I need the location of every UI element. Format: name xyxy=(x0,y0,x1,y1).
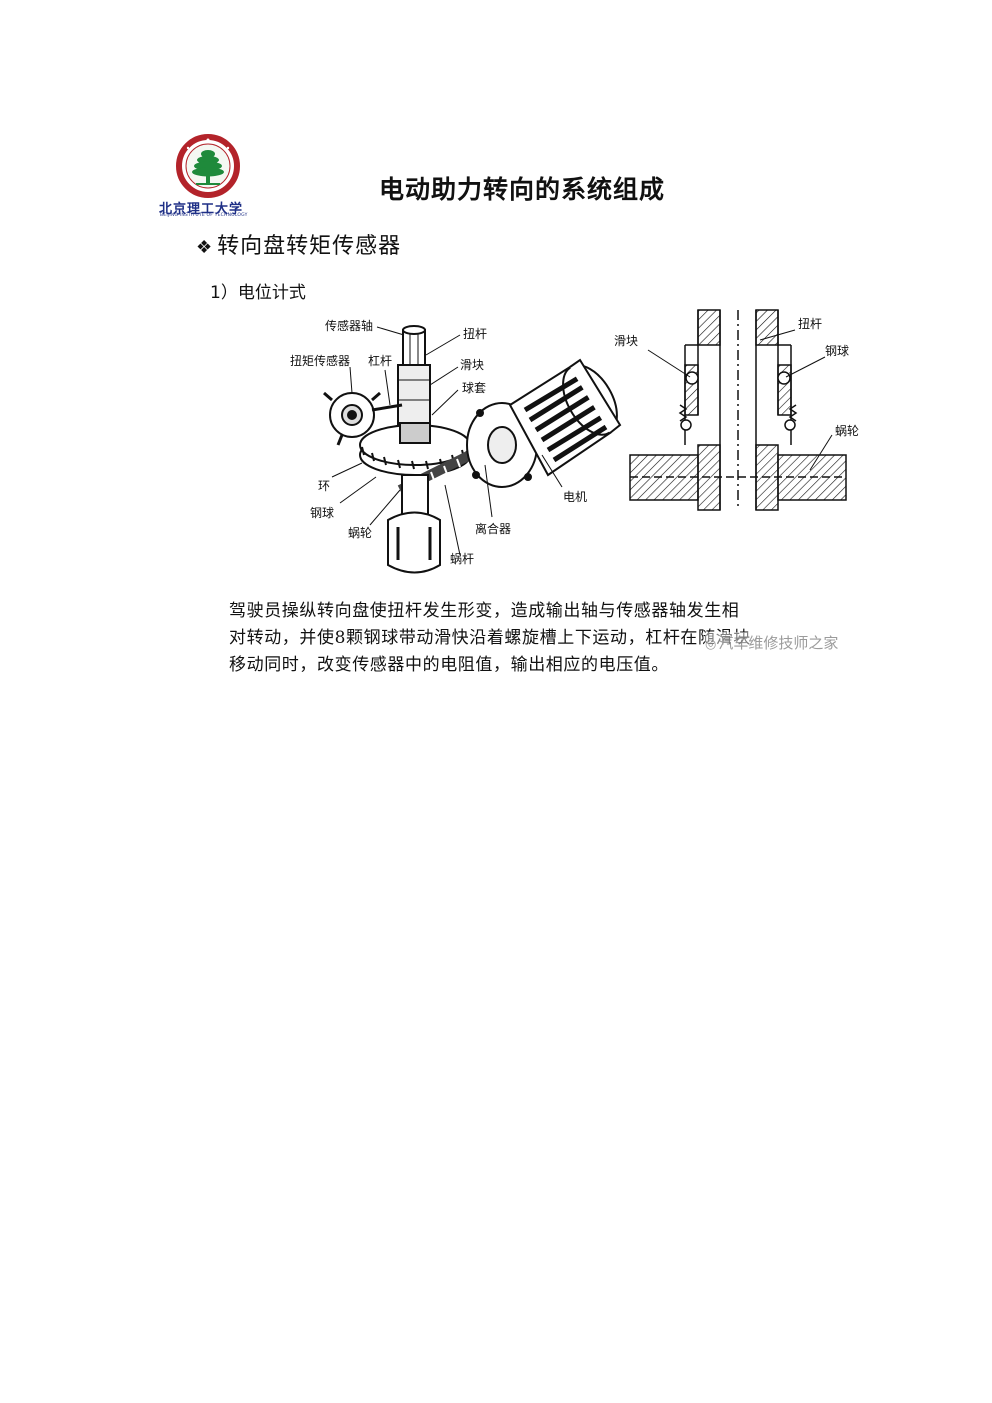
label-worm: 蜗杆 xyxy=(450,551,474,566)
label-torsion-bar: 扭杆 xyxy=(463,327,487,341)
label-ring: 环 xyxy=(318,479,330,493)
wechat-icon: ◎ xyxy=(705,637,717,652)
label-lever: 杠杆 xyxy=(368,353,392,368)
description-paragraph: 驾驶员操纵转向盘使扭杆发生形变，造成输出轴与传感器轴发生相 对转动，并使8颗钢球… xyxy=(229,598,849,679)
label-worm-wheel: 蜗轮 xyxy=(348,525,372,540)
subsection-heading: 1）电位计式 xyxy=(210,283,306,303)
label-torsion-bar-right: 扭杆 xyxy=(798,317,822,331)
logo-subcaption: BEIJING INSTITUTE OF TECHNOLOGY xyxy=(160,213,248,218)
logo-caption: 北京理工大学 xyxy=(159,202,244,217)
paragraph-line: 移动同时，改变传感器中的电阻值，输出相应的电压值。 xyxy=(229,655,669,675)
sensor-diagram: 传感器轴 扭杆 扭矩传感器 杠杆 滑块 球套 环 钢球 蜗轮 离合器 电机 蜗杆 xyxy=(290,309,859,574)
section-heading: ❖转向盘转矩传感器 xyxy=(196,228,401,260)
label-worm-wheel-right: 蜗轮 xyxy=(835,423,859,438)
label-steel-ball: 钢球 xyxy=(310,506,334,520)
diamond-bullet-icon: ❖ xyxy=(196,237,214,258)
label-slider: 滑块 xyxy=(460,358,484,372)
label-ball-sleeve: 球套 xyxy=(462,381,486,395)
section-heading-text: 转向盘转矩传感器 xyxy=(217,234,402,259)
label-clutch: 离合器 xyxy=(475,521,511,536)
paragraph-line: 驾驶员操纵转向盘使扭杆发生形变，造成输出轴与传感器轴发生相 xyxy=(229,601,740,621)
label-sensor-shaft: 传感器轴 xyxy=(325,318,373,333)
watermark-text: 汽车维修技师之家 xyxy=(718,634,839,652)
watermark: ◎汽车维修技师之家 xyxy=(705,632,839,653)
label-motor: 电机 xyxy=(563,490,587,504)
label-slider-right: 滑块 xyxy=(614,334,638,348)
paragraph-line: 对转动，并使8颗钢球带动滑快沿着螺旋槽上下运动，杠杆在随滑块 xyxy=(229,628,751,648)
cross-section-illustration xyxy=(629,309,847,511)
page-title: 电动助力转向的系统组成 xyxy=(379,175,666,204)
label-torque-sensor: 扭矩传感器 xyxy=(290,353,350,368)
label-steel-ball-right: 钢球 xyxy=(825,344,849,358)
mechanism-illustration xyxy=(323,325,622,574)
logo-emblem xyxy=(176,134,240,198)
university-logo xyxy=(158,134,258,220)
